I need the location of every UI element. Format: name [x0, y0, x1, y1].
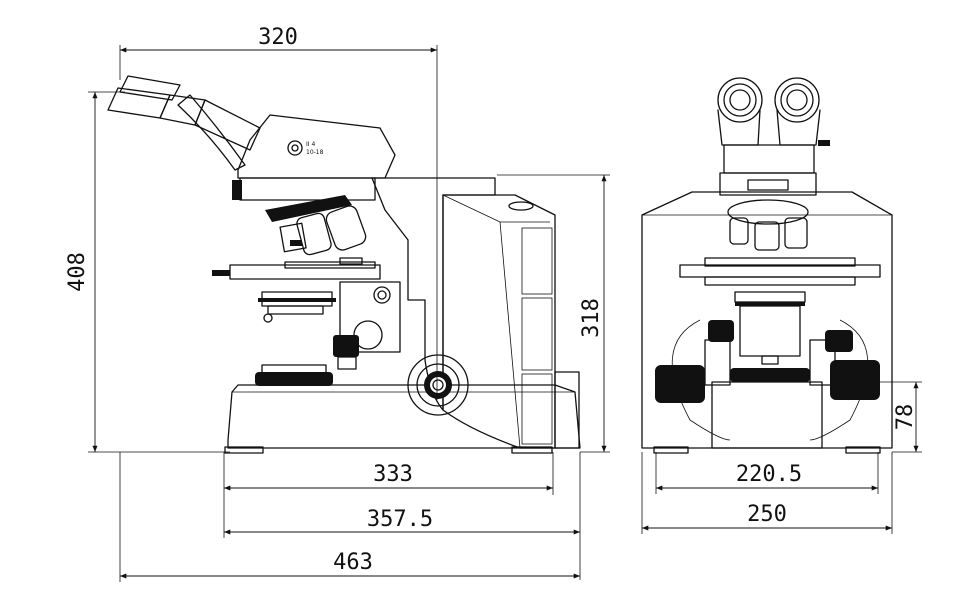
dim-333-label: 333 [373, 462, 413, 487]
focus-wheel [407, 354, 469, 416]
front-stage [679, 264, 881, 278]
front-housing [641, 191, 893, 449]
nosepiece [265, 195, 352, 222]
svg-text:II 4: II 4 [306, 141, 315, 148]
dim-320-label: 320 [258, 25, 298, 50]
dim-78-label: 78 [893, 404, 918, 431]
side-base [227, 384, 581, 449]
field-lens [255, 372, 333, 386]
dim-408-label: 408 [65, 252, 90, 292]
dim-220-5-label: 220.5 [736, 462, 802, 487]
front-focus-knob-left [655, 365, 705, 403]
eyepiece [107, 87, 171, 119]
dimension-lines: 320 408 318 333 357.5 463 220.5 [65, 25, 922, 582]
svg-text:10-18: 10-18 [306, 149, 324, 156]
dim-463-label: 463 [333, 550, 373, 575]
front-focus-knob-right [830, 360, 880, 400]
front-eyepiece-left [717, 77, 763, 123]
front-view [641, 77, 893, 454]
side-coarse-knob [333, 335, 359, 357]
side-stage [229, 264, 381, 280]
front-eyepiece-right [774, 77, 820, 123]
dim-357-5-label: 357.5 [367, 507, 433, 532]
dim-250-label: 250 [747, 502, 787, 527]
dim-318-label: 318 [579, 298, 604, 338]
viewing-head [237, 114, 396, 179]
rear-housing [442, 194, 556, 449]
side-view: II 4 10-18 [107, 75, 581, 454]
